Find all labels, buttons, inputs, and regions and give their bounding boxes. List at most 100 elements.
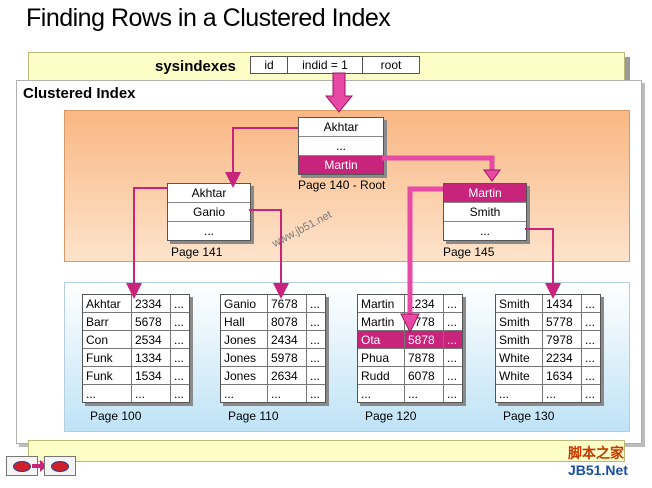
leaf-cell: 1634 (542, 366, 582, 385)
leaf-cell: Hall (221, 312, 268, 331)
leaf-cell: 1334 (131, 348, 171, 367)
leaf-cell: Martin (358, 312, 405, 331)
arrow-145-to-120 (407, 186, 443, 316)
leaf-cell: Barr (83, 312, 132, 331)
leaf-cell: Smith (496, 295, 543, 313)
leaf-cell: ... (310, 386, 321, 401)
leaf-cell: 5978 (267, 348, 307, 367)
leaf-cell: ... (306, 295, 325, 313)
leaf-cell: 8078 (267, 312, 307, 331)
leaf-cell: 7978 (542, 330, 582, 349)
leaf-cell: ... (581, 295, 600, 313)
leaf-cell: 2434 (267, 330, 307, 349)
site-logo-cn: 脚本之家 (568, 445, 624, 461)
arrow-root-to-145-head (483, 169, 501, 182)
leaf-page-120-caption: Page 120 (365, 409, 417, 423)
root-row: ... (299, 137, 383, 156)
page-145-row: Smith (444, 203, 526, 222)
site-logo-en: JB51.Net (568, 462, 628, 478)
root-row-highlight: Martin (299, 156, 383, 174)
leaf-cell: Akhtar (83, 295, 132, 313)
leaf-cell: 2634 (267, 366, 307, 385)
leaf-cell: ... (170, 348, 189, 367)
leaf-cell: ... (170, 312, 189, 331)
sysindexes-col-id: id (251, 57, 288, 73)
leaf-cell: ... (443, 295, 462, 313)
leaf-cell: ... (267, 384, 307, 402)
page-145-node: Martin Smith ... (443, 183, 527, 241)
leaf-cell: 2334 (131, 295, 171, 313)
sysindexes-col-indid: indid = 1 (288, 57, 363, 73)
leaf-cell: ... (585, 386, 596, 401)
leaf-cell: 2534 (131, 330, 171, 349)
leaf-cell: ... (131, 384, 171, 402)
page-141-caption: Page 141 (171, 245, 223, 259)
leaf-cell: ... (174, 386, 185, 401)
arrow-145-to-130 (525, 228, 561, 299)
root-row: Akhtar (299, 118, 383, 137)
leaf-cell: 5678 (131, 312, 171, 331)
root-caption: Page 140 - Root (298, 178, 386, 192)
leaf-cell: ... (447, 386, 458, 401)
prev-pill-icon (13, 461, 31, 472)
leaf-cell: ... (496, 384, 543, 402)
leaf-cell: ... (221, 384, 268, 402)
leaf-cell: 5778 (542, 312, 582, 331)
leaf-cell: ... (306, 330, 325, 349)
sysindexes-table: id indid = 1 root (250, 56, 420, 74)
leaf-cell: ... (170, 330, 189, 349)
leaf-page-100-caption: Page 100 (90, 409, 142, 423)
arrow-145-to-120-head (400, 313, 420, 334)
root-pointer-arrow (324, 72, 354, 113)
leaf-page-110-caption: Page 110 (228, 409, 279, 423)
leaf-cell: ... (542, 384, 582, 402)
arrow-141-to-110 (249, 209, 289, 299)
leaf-cell: Martin (358, 295, 405, 313)
leaf-cell: ... (404, 384, 444, 402)
leaf-cell: ... (581, 366, 600, 385)
next-arrow-icon (32, 460, 47, 472)
leaf-cell-highlight: Ota (358, 330, 405, 349)
leaf-cell: ... (306, 366, 325, 385)
leaf-cell: Jones (221, 330, 268, 349)
bottom-band (28, 440, 625, 462)
root-page-node: Akhtar ... Martin (298, 117, 384, 175)
prev-slide-button[interactable] (6, 456, 38, 476)
leaf-cell: Ganio (221, 295, 268, 313)
leaf-cell: 7878 (404, 348, 444, 367)
arrow-root-to-141 (225, 127, 298, 188)
sysindexes-col-root: root (380, 58, 402, 72)
page-141-row: Akhtar (168, 184, 250, 203)
leaf-cell: Con (83, 330, 132, 349)
page-141-node: Akhtar Ganio ... (167, 183, 251, 241)
leaf-cell: ... (581, 348, 600, 367)
leaf-cell: Phua (358, 348, 405, 367)
leaf-cell: Smith (496, 330, 543, 349)
arrow-root-to-145 (382, 155, 495, 172)
slide-title: Finding Rows in a Clustered Index (26, 4, 391, 32)
leaf-cell: 6078 (404, 366, 444, 385)
leaf-cell: ... (443, 348, 462, 367)
leaf-cell: ... (581, 330, 600, 349)
leaf-cell: Funk (83, 348, 132, 367)
leaf-cell: ... (443, 366, 462, 385)
leaf-page-130-caption: Page 130 (503, 409, 555, 423)
page-141-row: Ganio (168, 203, 250, 222)
next-pill-icon (51, 461, 69, 472)
leaf-cell: ... (83, 384, 132, 402)
leaf-cell-highlight: 5878 (404, 330, 444, 349)
leaf-cell: White (496, 348, 543, 367)
leaf-cell: Jones (221, 348, 268, 367)
leaf-cell: ... (170, 295, 189, 313)
page-145-caption: Page 145 (443, 245, 495, 259)
leaf-cell: White (496, 366, 543, 385)
leaf-cell: Rudd (358, 366, 405, 385)
leaf-cell: 1534 (131, 366, 171, 385)
next-slide-button[interactable] (44, 456, 76, 476)
clustered-index-label: Clustered Index (23, 85, 136, 102)
leaf-cell-highlight: ... (443, 330, 462, 349)
leaf-cell: 1434 (542, 295, 582, 313)
leaf-cell: 2234 (542, 348, 582, 367)
